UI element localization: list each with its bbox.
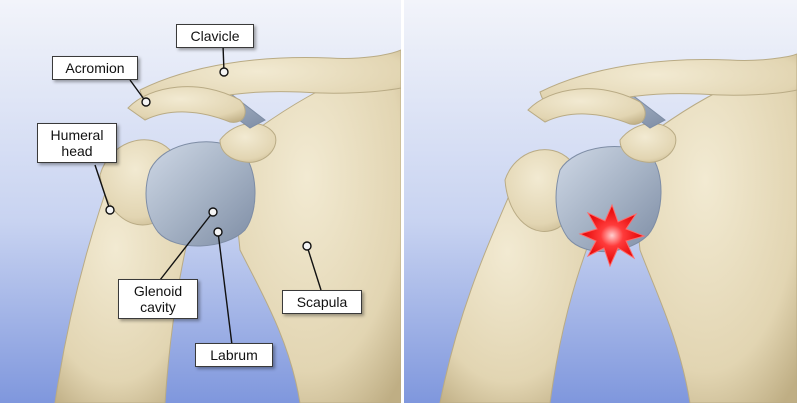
right-panel [404, 0, 797, 403]
label-humeral-head: Humeral head [37, 123, 117, 163]
label-labrum: Labrum [195, 343, 273, 367]
label-glenoid-cavity: Glenoid cavity [118, 279, 198, 319]
label-scapula: Scapula [282, 290, 362, 314]
label-clavicle: Clavicle [176, 24, 254, 48]
label-acromion: Acromion [52, 56, 138, 80]
